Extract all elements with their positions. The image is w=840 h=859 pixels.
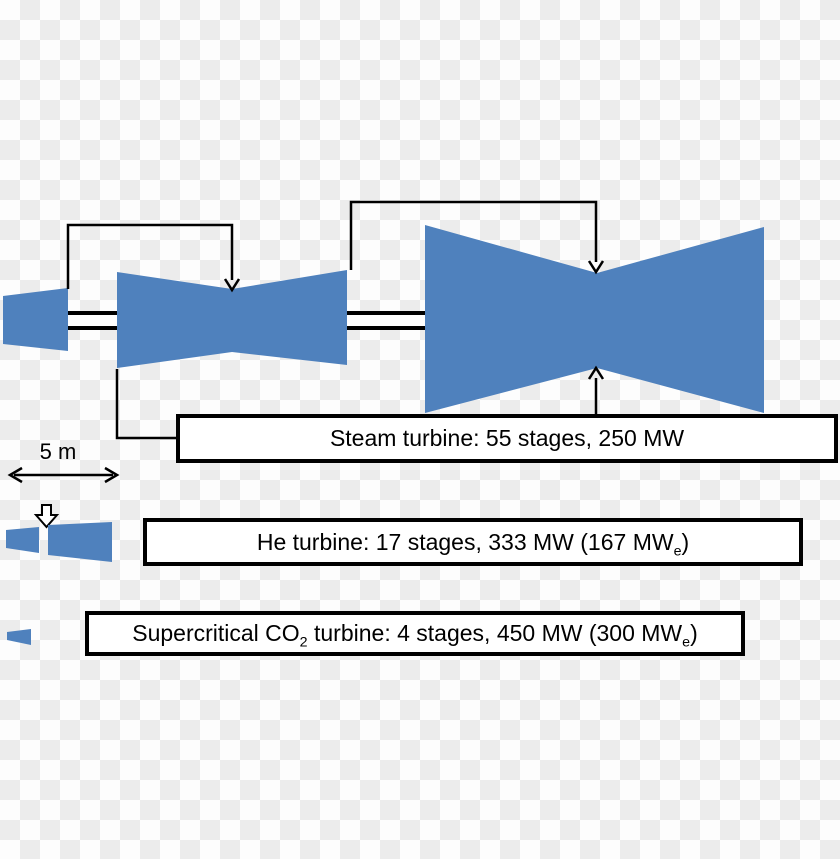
steam-turbine-hp-section-shape — [3, 288, 68, 351]
steam-turbine-label-box: Steam turbine: 55 stages, 250 MW — [176, 414, 838, 463]
he-turbine-shape-right — [48, 522, 112, 562]
hollow-down-arrow-icon — [33, 504, 60, 529]
down-arrow-icon — [587, 260, 605, 275]
up-arrow-icon — [587, 365, 605, 414]
steam-label-connector-line — [115, 369, 176, 440]
steam-shaft-left — [60, 311, 122, 330]
steam-ip-bracket — [66, 223, 241, 293]
he-turbine-label-box: He turbine: 17 stages, 333 MW (167 MWe) — [143, 518, 803, 566]
steam-turbine-ip-section-shape — [117, 270, 347, 368]
co2-turbine-label: Supercritical CO2 turbine: 4 stages, 450… — [132, 620, 698, 651]
scale-bar-arrow-icon — [7, 466, 120, 484]
steam-turbine-label: Steam turbine: 55 stages, 250 MW — [329, 425, 685, 451]
scale-bar-label: 5 m — [39, 439, 77, 464]
he-turbine-shape-left — [6, 527, 39, 553]
he-turbine-label: He turbine: 17 stages, 333 MW (167 MWe) — [256, 528, 690, 560]
co2-turbine-label-box: Supercritical CO2 turbine: 4 stages, 450… — [85, 611, 745, 656]
steam-turbine-lp-section-shape — [425, 225, 764, 413]
steam-lp-bracket — [349, 200, 605, 275]
down-arrow-icon — [223, 278, 241, 293]
co2-turbine-shape — [7, 629, 31, 645]
steam-shaft-right — [340, 311, 430, 330]
